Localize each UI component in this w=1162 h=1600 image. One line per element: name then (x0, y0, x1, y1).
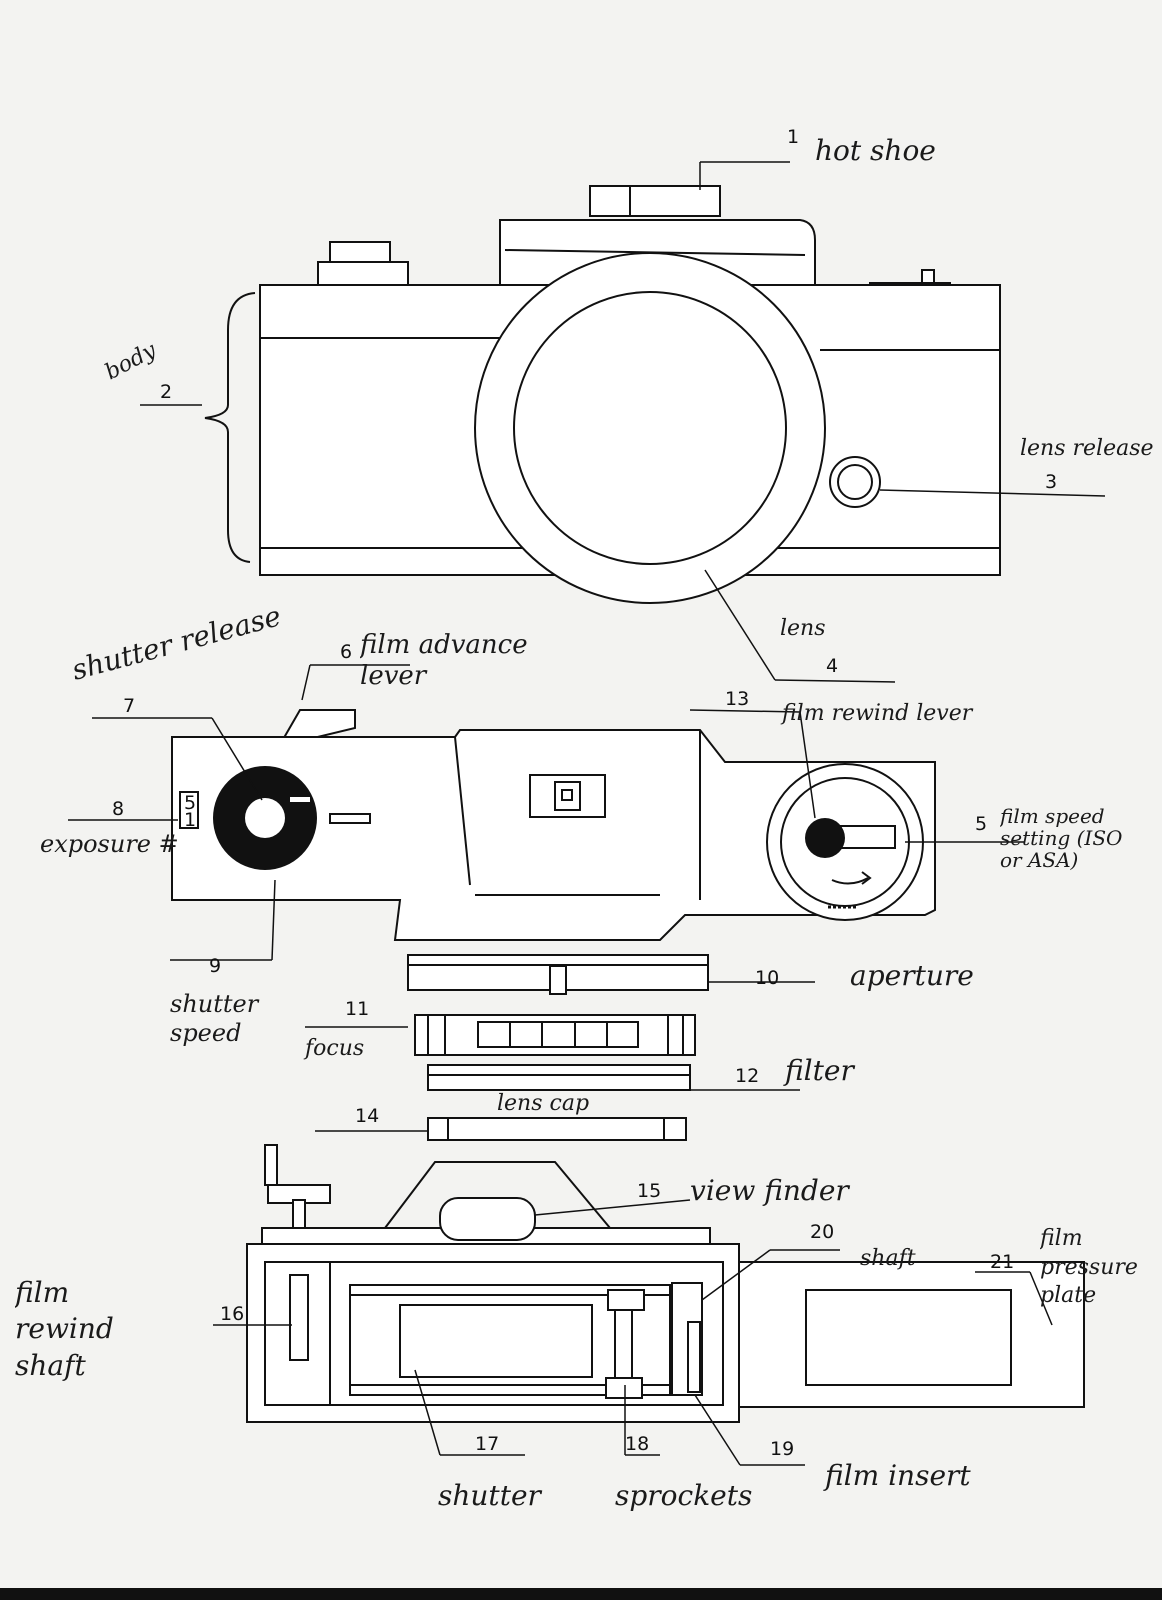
label-text-lens-cap: lens cap (497, 1091, 589, 1116)
label-number-film-insert: 19 (770, 1438, 794, 1460)
label-number-shutter-release: 7 (123, 695, 135, 717)
label-text-focus: focus (303, 1036, 364, 1061)
pressure-plate-shape (738, 1261, 1085, 1408)
label-text-rewind-shaft: film rewind shaft (15, 1276, 114, 1382)
view-finder-eyepiece (439, 1197, 536, 1241)
label-number-lens-release: 3 (1045, 471, 1057, 493)
label-text-film-insert: film insert (823, 1459, 971, 1492)
exposure-counter-window (179, 791, 199, 829)
lens-mount-inner-ring (513, 291, 787, 565)
lens-cap-shape (427, 1117, 687, 1141)
label-text-pressure-plate: film pressure plate (1040, 1226, 1138, 1309)
label-text-sprockets: sprockets (615, 1479, 752, 1512)
label-number-shutter: 17 (475, 1433, 499, 1455)
hot-shoe-shape (589, 185, 721, 217)
label-number-rewind-lever: 13 (725, 688, 749, 710)
shutter-shape (399, 1304, 593, 1378)
label-number-pressure-plate: 21 (990, 1251, 1014, 1273)
leader-lines (68, 161, 1106, 1466)
label-text-shutter-release: shutter release (68, 599, 284, 687)
label-number-film-speed: 5 (975, 813, 987, 835)
label-text-lens: lens (780, 616, 826, 641)
label-number-lens: 4 (826, 655, 838, 677)
label-number-focus: 11 (345, 998, 369, 1020)
label-text-aperture: aperture (850, 959, 974, 992)
counter-digit-bottom: 1 (184, 809, 196, 831)
top-body-outline (171, 729, 936, 941)
label-number-filter: 12 (735, 1065, 759, 1087)
sprocket-top (607, 1289, 645, 1311)
label-number-aperture: 10 (755, 967, 779, 989)
label-text-shaft: shaft (860, 1246, 916, 1271)
camera-front-view (204, 185, 1001, 604)
label-text-body: body (101, 338, 161, 386)
label-text-shutter-speed: shutter speed (170, 990, 259, 1047)
counter-digit-top: 5 (184, 792, 196, 814)
label-number-view-finder: 15 (637, 1180, 661, 1202)
label-text-rewind-lever: film rewind lever (780, 701, 974, 726)
film-rewind-shaft-shape (289, 1274, 309, 1361)
shutter-release-button (245, 798, 285, 838)
label-number-sprockets: 18 (625, 1433, 649, 1455)
body-bracket (204, 292, 256, 563)
label-text-view-finder: view finder (690, 1174, 850, 1207)
label-text-exposure: exposure # (40, 830, 179, 858)
label-number-film-advance: 6 (340, 641, 352, 663)
label-text-shutter: shutter (438, 1479, 543, 1512)
label-text-film-speed: film speed setting (ISO or ASA) (1000, 805, 1123, 872)
label-text-filter: filter (783, 1054, 855, 1087)
label-number-hot-shoe: 1 (787, 126, 799, 148)
sprocket-bottom (605, 1377, 643, 1399)
lens-barrel (407, 954, 709, 1141)
label-text-hot-shoe: hot shoe (815, 134, 936, 167)
camera-back-view (246, 1144, 1085, 1423)
label-number-exposure: 8 (112, 798, 124, 820)
film-insert-shape (687, 1321, 701, 1393)
label-number-body: 2 (160, 381, 172, 403)
label-text-lens-release: lens release (1020, 436, 1154, 461)
label-text-film-advance: film advance lever (360, 630, 528, 692)
label-number-rewind-shaft: 16 (220, 1303, 244, 1325)
label-number-lens-cap: 14 (355, 1105, 379, 1127)
camera-top-view: 5 1 (171, 709, 936, 941)
film-rewind-hub (805, 818, 845, 858)
lens-mount-outer-ring (474, 252, 826, 604)
filter-ring (427, 1064, 691, 1091)
label-number-shaft: 20 (810, 1221, 834, 1243)
scan-edge (0, 1588, 1162, 1600)
label-number-shutter-speed: 9 (209, 955, 221, 977)
